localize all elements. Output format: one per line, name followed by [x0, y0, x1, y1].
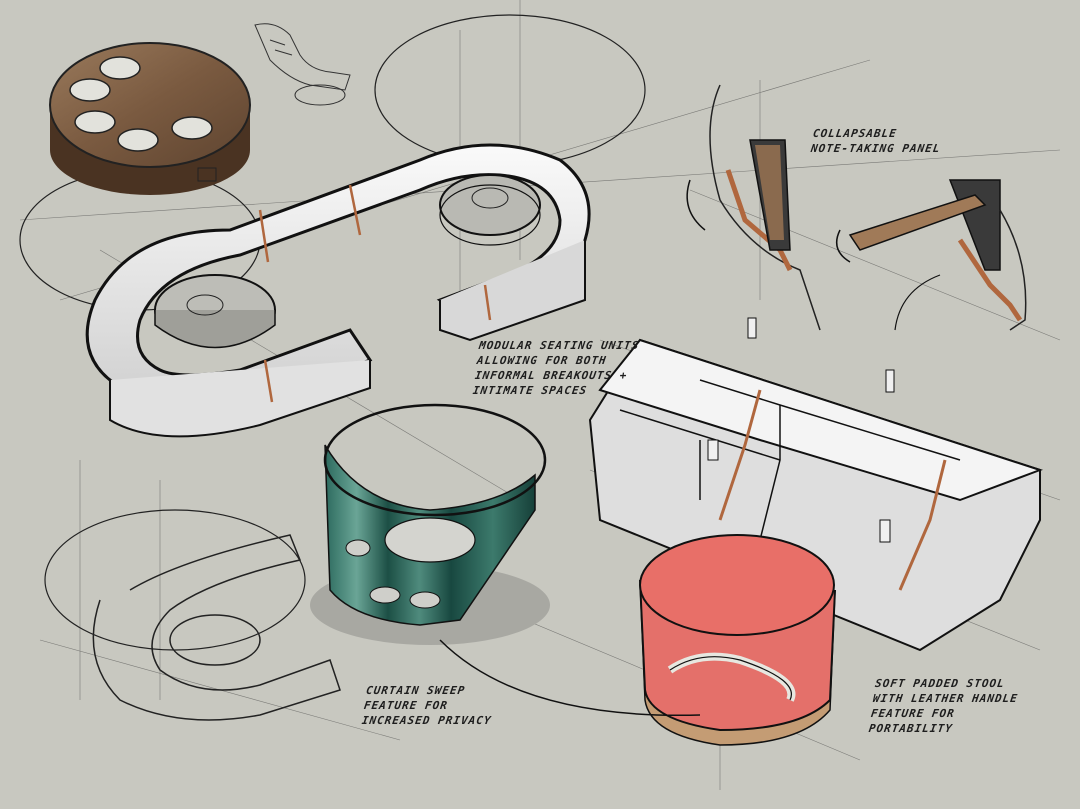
annotation-line: INCREASED PRIVACY: [360, 714, 493, 727]
annotation-line: FEATURE FOR: [870, 707, 956, 720]
padded-stool: [639, 534, 836, 746]
annotation-line: NOTE-TAKING PANEL: [810, 142, 942, 155]
wood-table-sketch: [49, 42, 251, 195]
annotation-collapsable-panel: COLLAPSABLE NOTE-TAKING PANEL: [810, 126, 944, 156]
annotation-line: MODULAR SEATING UNITS: [478, 339, 641, 352]
annotation-line: CURTAIN SWEEP: [365, 684, 467, 697]
panel-closed: [686, 84, 821, 331]
annotation-line: SOFT PADDED STOOL: [874, 677, 1006, 690]
annotation-modular-seating: MODULAR SEATING UNITS ALLOWING FOR BOTH …: [472, 338, 641, 398]
annotation-curtain-sweep: CURTAIN SWEEP FEATURE FOR INCREASED PRIV…: [361, 683, 497, 728]
curtain-pod: [310, 403, 550, 645]
hand-sketch: [254, 23, 351, 106]
annotation-line: PORTABILITY: [867, 722, 954, 735]
annotation-line: WITH LEATHER HANDLE: [872, 692, 1019, 705]
panel-open: [835, 179, 1027, 331]
annotation-line: COLLAPSABLE: [812, 127, 898, 140]
annotation-line: ALLOWING FOR BOTH: [476, 354, 608, 367]
modular-seating-units: [588, 317, 1044, 652]
annotation-line: INFORMAL BREAKOUTS +: [474, 369, 629, 382]
connector-curve: [439, 639, 701, 717]
annotation-line: FEATURE FOR: [363, 699, 449, 712]
annotation-padded-stool: SOFT PADDED STOOL WITH LEATHER HANDLE FE…: [868, 676, 1021, 736]
s-shaped-bench: [85, 143, 591, 438]
outline-bench-sketch: [92, 534, 341, 721]
annotation-line: INTIMATE SPACES: [471, 384, 589, 397]
